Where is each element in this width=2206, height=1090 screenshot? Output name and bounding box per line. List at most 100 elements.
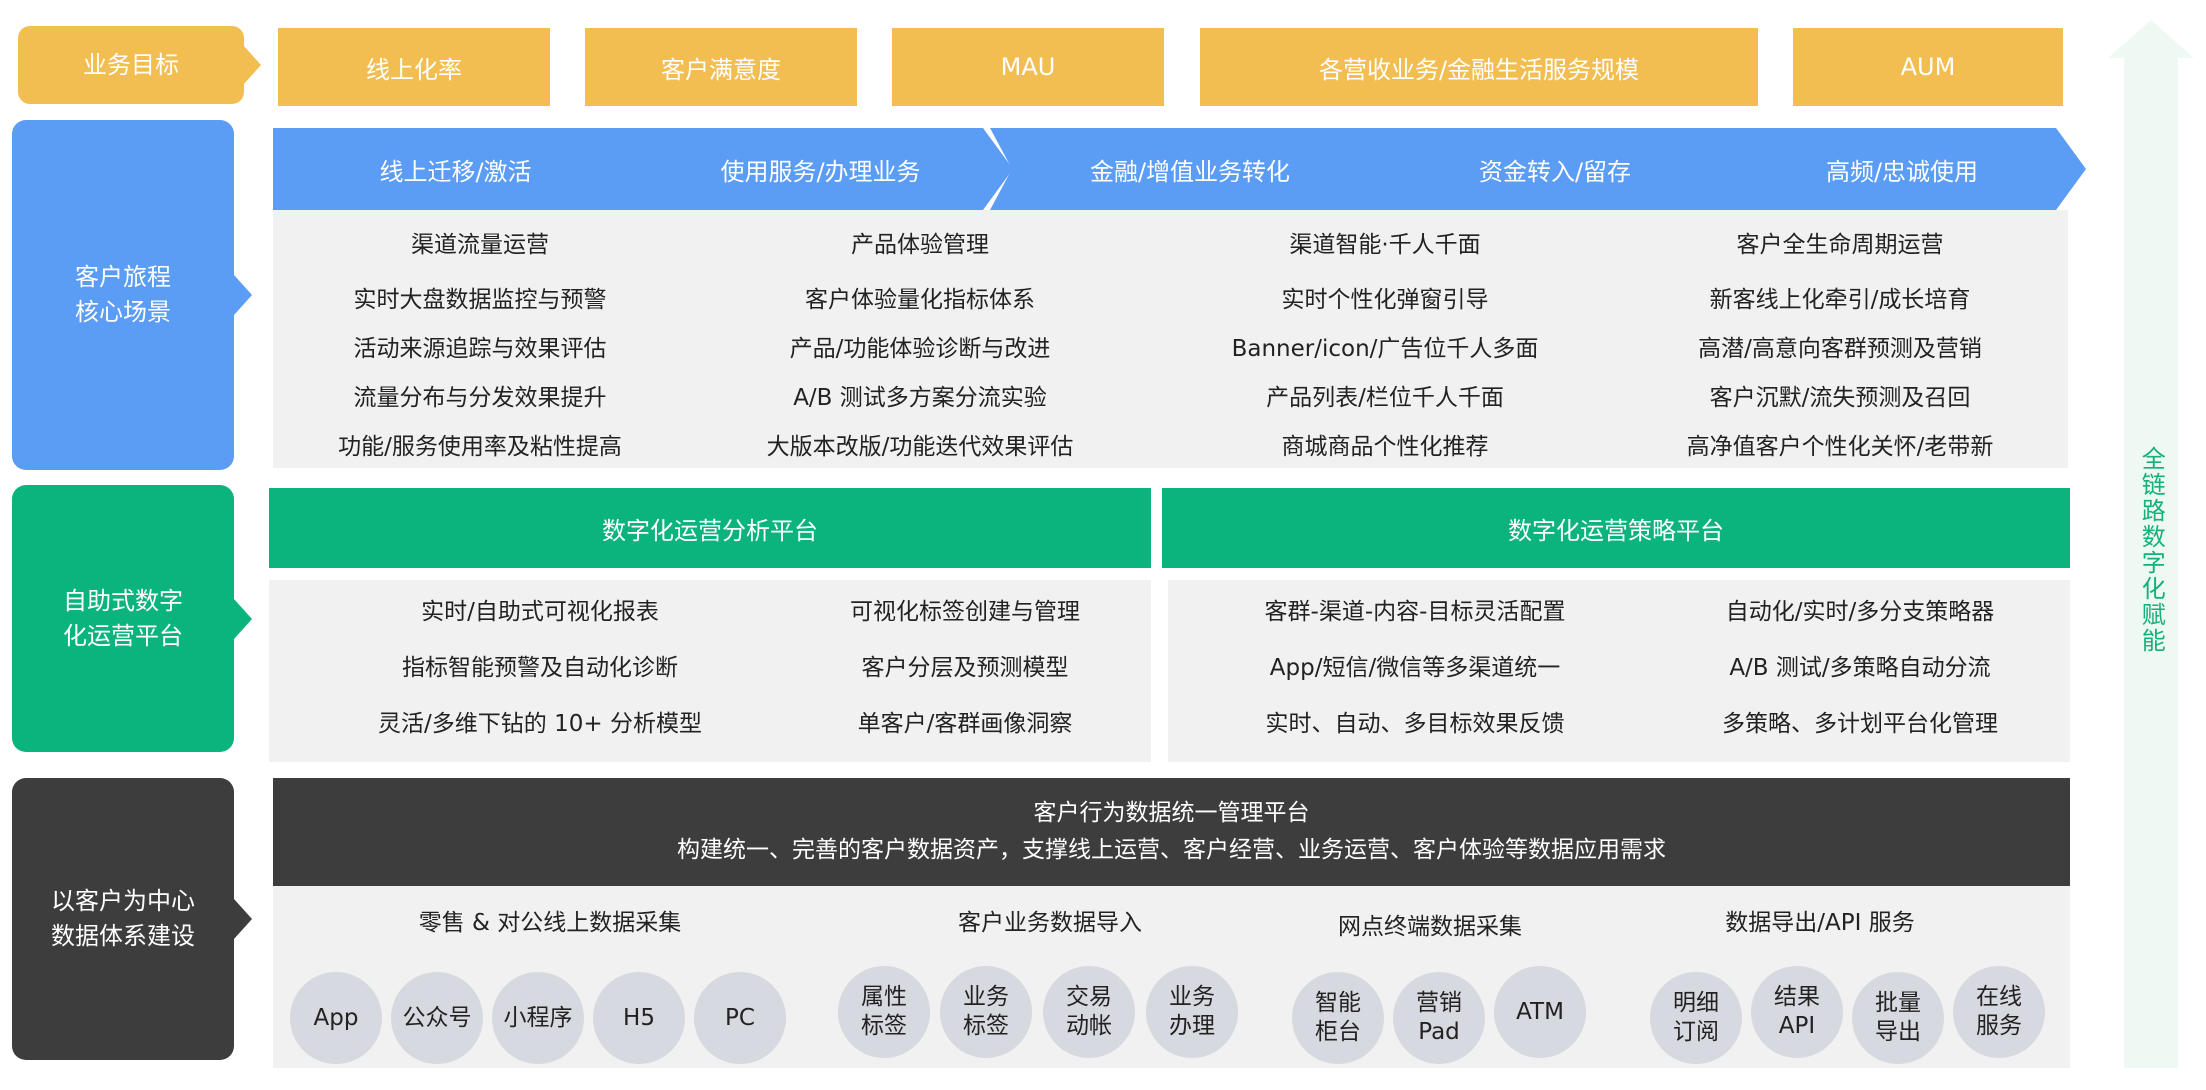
list-item: App/短信/微信等多渠道统一 bbox=[1269, 655, 1561, 681]
list-item: 高净值客户个性化关怀/老带新 bbox=[1686, 434, 1994, 460]
journey-stage-label: 使用服务/办理业务 bbox=[720, 157, 921, 186]
list-item: 实时大盘数据监控与预警 bbox=[353, 287, 607, 313]
list-item: 流量分布与分发效果提升 bbox=[353, 385, 607, 411]
list-item: 实时个性化弹窗引导 bbox=[1281, 287, 1489, 313]
goal-label: 各营收业务/金融生活服务规模 bbox=[1318, 55, 1640, 84]
data-platform-subtitle: 构建统一、完善的客户数据资产，支撑线上运营、客户经营、业务运营、客户体验等数据应… bbox=[677, 837, 1666, 863]
data-source-label: 交易 动帐 bbox=[1066, 984, 1112, 1039]
list-item: 大版本改版/功能迭代效果评估 bbox=[766, 434, 1074, 460]
journey-stage: 金融/增值业务转化 bbox=[990, 128, 1390, 210]
list-item: 功能/服务使用率及粘性提高 bbox=[338, 434, 622, 460]
list-item: 产品/功能体验诊断与改进 bbox=[789, 336, 1051, 362]
list-item: 单客户/客群画像洞察 bbox=[857, 711, 1073, 737]
data-source-item: 属性 标签 bbox=[838, 966, 930, 1058]
category-goal-label: 业务目标 bbox=[83, 50, 179, 79]
analysis-left-list: 实时/自助式可视化报表 指标智能预警及自动化诊断 灵活/多维下钻的 10+ 分析… bbox=[300, 592, 780, 760]
data-source-item: 营销 Pad bbox=[1393, 972, 1485, 1064]
list-item: Banner/icon/广告位千人多面 bbox=[1231, 336, 1539, 362]
journey-column-title: 客户全生命周期运营 bbox=[1736, 232, 1944, 258]
goal-item: 各营收业务/金融生活服务规模 bbox=[1200, 28, 1758, 106]
data-source-item: 结果 API bbox=[1751, 966, 1843, 1058]
data-source-item: App bbox=[290, 972, 382, 1064]
data-platform-title: 客户行为数据统一管理平台 bbox=[1033, 800, 1310, 827]
chevron-right-icon bbox=[234, 899, 252, 939]
data-source-label: 结果 API bbox=[1774, 984, 1820, 1039]
journey-column: 客户全生命周期运营 新客线上化牵引/成长培育 高潜/高意向客群预测及营销 客户沉… bbox=[1645, 225, 2035, 476]
journey-column: 产品体验管理 客户体验量化指标体系 产品/功能体验诊断与改进 A/B 测试多方案… bbox=[720, 225, 1120, 476]
chevron-right-icon bbox=[234, 275, 252, 315]
list-item: 多策略、多计划平台化管理 bbox=[1722, 711, 1998, 737]
data-source-label: 明细 订阅 bbox=[1673, 990, 1719, 1045]
list-item: 指标智能预警及自动化诊断 bbox=[402, 655, 678, 681]
journey-stage: 资金转入/留存 bbox=[1360, 128, 1750, 210]
data-source-label: PC bbox=[725, 1004, 755, 1031]
data-source-label: 批量 导出 bbox=[1875, 990, 1921, 1045]
list-item: 自动化/实时/多分支策略器 bbox=[1725, 599, 1995, 625]
data-source-item: 业务 办理 bbox=[1146, 966, 1238, 1058]
data-source-label: App bbox=[313, 1004, 359, 1031]
data-source-item: PC bbox=[694, 972, 786, 1064]
data-group-title: 网点终端数据采集 bbox=[1338, 914, 1522, 940]
goal-label: AUM bbox=[1900, 53, 1956, 81]
data-source-label: 业务 办理 bbox=[1169, 984, 1215, 1039]
list-item: 实时、自动、多目标效果反馈 bbox=[1265, 711, 1565, 737]
data-group-title: 客户业务数据导入 bbox=[958, 910, 1142, 936]
data-source-item: 智能 柜台 bbox=[1292, 972, 1384, 1064]
up-arrow-icon bbox=[2108, 20, 2194, 1068]
journey-stage-label: 线上迁移/激活 bbox=[379, 157, 532, 186]
data-source-item: ATM bbox=[1494, 966, 1586, 1058]
category-data: 以客户为中心 数据体系建设 bbox=[12, 778, 252, 1060]
strategy-platform-title: 数字化运营策略平台 bbox=[1162, 488, 2070, 568]
list-item: 高潜/高意向客群预测及营销 bbox=[1698, 336, 1982, 362]
journey-column-title: 渠道流量运营 bbox=[411, 232, 549, 258]
data-platform-header: 客户行为数据统一管理平台 构建统一、完善的客户数据资产，支撑线上运营、客户经营、… bbox=[273, 778, 2070, 886]
journey-column-title: 渠道智能·千人千面 bbox=[1289, 232, 1481, 258]
strategy-platform-label: 数字化运营策略平台 bbox=[1508, 516, 1724, 545]
journey-column: 渠道流量运营 实时大盘数据监控与预警 活动来源追踪与效果评估 流量分布与分发效果… bbox=[300, 225, 660, 476]
data-source-item: 批量 导出 bbox=[1852, 972, 1944, 1064]
chevron-right-icon bbox=[243, 45, 261, 85]
list-item: 活动来源追踪与效果评估 bbox=[353, 336, 607, 362]
category-journey: 客户旅程 核心场景 bbox=[12, 120, 252, 470]
strategy-left-list: 客群-渠道-内容-目标灵活配置 App/短信/微信等多渠道统一 实时、自动、多目… bbox=[1185, 592, 1645, 760]
strategy-platform-panel bbox=[1168, 580, 2070, 762]
data-source-label: 公众号 bbox=[402, 1004, 472, 1031]
data-source-label: 智能 柜台 bbox=[1315, 990, 1361, 1045]
journey-column: 渠道智能·千人千面 实时个性化弹窗引导 Banner/icon/广告位千人多面 … bbox=[1185, 225, 1585, 476]
category-data-label: 以客户为中心 数据体系建设 bbox=[51, 887, 195, 950]
data-source-item: 在线 服务 bbox=[1953, 966, 2045, 1058]
analysis-platform-panel bbox=[269, 580, 1151, 762]
goal-item: 客户满意度 bbox=[585, 28, 857, 106]
analysis-platform-title: 数字化运营分析平台 bbox=[269, 488, 1151, 568]
goal-label: MAU bbox=[1000, 53, 1056, 81]
goal-item: 线上化率 bbox=[278, 28, 550, 106]
journey-stage-label: 高频/忠诚使用 bbox=[1825, 157, 1979, 186]
category-journey-label: 客户旅程 核心场景 bbox=[75, 263, 171, 326]
data-source-label: 业务 标签 bbox=[963, 984, 1009, 1039]
list-item: A/B 测试多方案分流实验 bbox=[793, 385, 1047, 411]
list-item: 灵活/多维下钻的 10+ 分析模型 bbox=[378, 711, 702, 737]
list-item: 商城商品个性化推荐 bbox=[1281, 434, 1489, 460]
category-platform: 自助式数字 化运营平台 bbox=[12, 485, 252, 752]
data-source-label: ATM bbox=[1516, 998, 1564, 1025]
journey-column-title: 产品体验管理 bbox=[851, 232, 989, 258]
goal-label: 客户满意度 bbox=[661, 55, 781, 84]
goal-item: AUM bbox=[1793, 28, 2063, 106]
data-source-label: 营销 Pad bbox=[1416, 990, 1462, 1045]
data-source-item: 交易 动帐 bbox=[1043, 966, 1135, 1058]
list-item: A/B 测试/多策略自动分流 bbox=[1729, 655, 1991, 681]
side-label-wrap: 全链路数字化赋能 bbox=[2108, 380, 2194, 720]
category-goal: 业务目标 bbox=[18, 26, 261, 104]
strategy-right-list: 自动化/实时/多分支策略器 A/B 测试/多策略自动分流 多策略、多计划平台化管… bbox=[1660, 592, 2060, 760]
side-label: 全链路数字化赋能 bbox=[2137, 446, 2166, 654]
analysis-right-list: 可视化标签创建与管理 客户分层及预测模型 单客户/客群画像洞察 bbox=[780, 592, 1150, 760]
journey-stage: 高频/忠诚使用 bbox=[1718, 128, 2086, 210]
list-item: 新客线上化牵引/成长培育 bbox=[1709, 287, 1971, 313]
journey-stage: 使用服务/办理业务 bbox=[628, 128, 1013, 210]
list-item: 实时/自助式可视化报表 bbox=[421, 599, 659, 625]
data-source-label: 属性 标签 bbox=[861, 984, 907, 1039]
data-source-item: 业务 标签 bbox=[940, 966, 1032, 1058]
list-item: 客群-渠道-内容-目标灵活配置 bbox=[1264, 599, 1566, 625]
journey-stage-label: 资金转入/留存 bbox=[1478, 157, 1632, 186]
journey-panel bbox=[273, 210, 2068, 468]
